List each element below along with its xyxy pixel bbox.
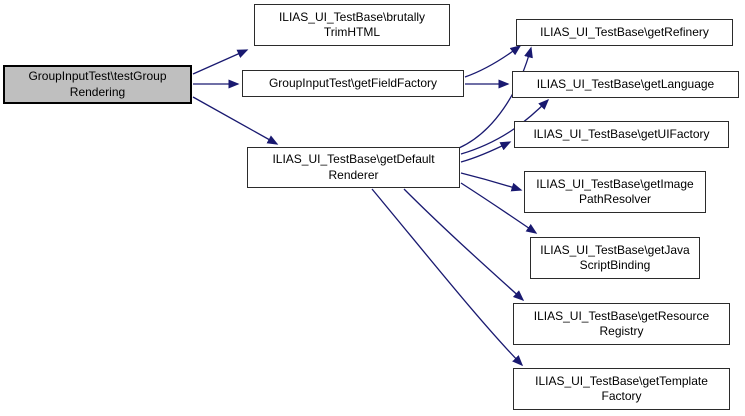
node-brutallytrimhtml[interactable]: ILIAS_UI_TestBase\brutally TrimHTML — [254, 4, 450, 46]
node-getimagepathresolver[interactable]: ILIAS_UI_TestBase\getImage PathResolver — [524, 171, 706, 213]
edge-renderer-to-imagepathresolver — [460, 172, 523, 192]
edge-test-to-renderer — [192, 96, 279, 145]
edge-renderer-to-templatefactory — [371, 188, 524, 367]
node-gettemplatefactory[interactable]: ILIAS_UI_TestBase\getTemplate Factory — [513, 368, 730, 410]
node-getrefinery[interactable]: ILIAS_UI_TestBase\getRefinery — [516, 19, 733, 46]
node-testgrouprendering: GroupInputTest\testGroup Rendering — [3, 65, 192, 104]
edge-renderer-to-resourceregistry — [403, 188, 525, 302]
node-getjavascriptbinding[interactable]: ILIAS_UI_TestBase\getJava ScriptBinding — [530, 237, 700, 279]
node-getuifactory[interactable]: ILIAS_UI_TestBase\getUIFactory — [514, 121, 729, 148]
node-getresourceregistry[interactable]: ILIAS_UI_TestBase\getResource Registry — [513, 303, 730, 345]
node-getlanguage[interactable]: ILIAS_UI_TestBase\getLanguage — [512, 71, 739, 98]
edge-renderer-to-uifactory — [460, 141, 512, 163]
node-getdefaultrenderer[interactable]: ILIAS_UI_TestBase\getDefault Renderer — [247, 147, 460, 188]
edge-test-to-brutally — [192, 49, 249, 75]
node-getfieldfactory[interactable]: GroupInputTest\getFieldFactory — [242, 70, 464, 97]
